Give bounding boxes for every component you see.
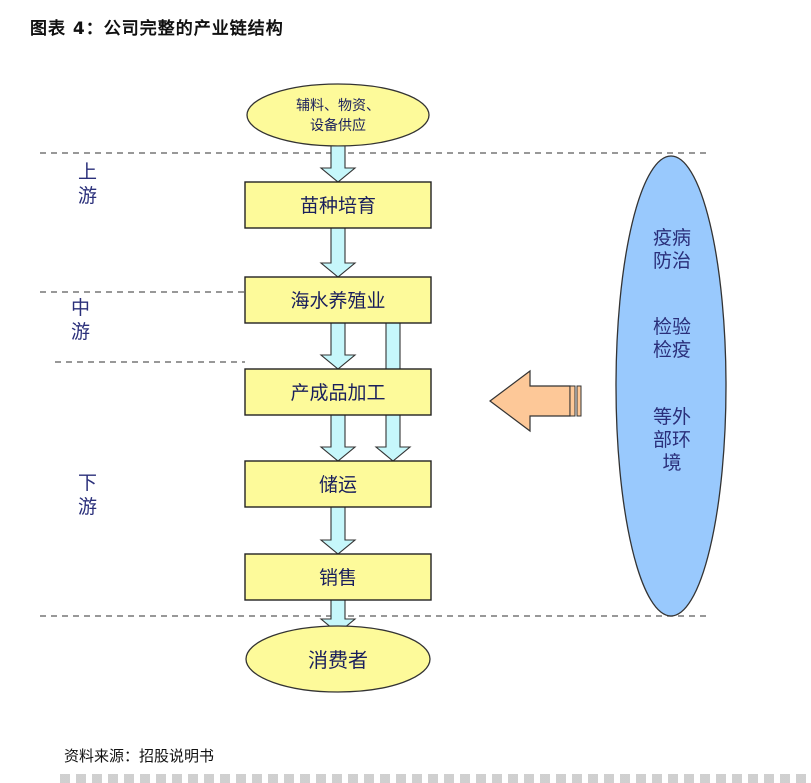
stage-downstream-line1: 下 <box>78 472 97 494</box>
external-factor-0-line-0: 疫病 <box>653 227 691 249</box>
external-factor-2-line-0: 等外 <box>653 406 691 428</box>
chain-box-label-2: 产成品加工 <box>290 382 385 404</box>
stage-downstream-line2: 游 <box>78 496 97 518</box>
chain-box-label-0: 苗种培育 <box>300 195 376 217</box>
figure-title: 图表 4：公司完整的产业链结构 <box>30 19 284 39</box>
chain-box-4 <box>244 553 432 601</box>
input-supply-line1: 辅料、物资、 <box>296 98 380 114</box>
external-factor-0-line-1: 防治 <box>653 250 691 272</box>
arrow-storage-to-sales <box>319 506 357 555</box>
input-supply-line2: 设备供应 <box>310 117 366 134</box>
external-factor-2-line-2: 境 <box>662 452 681 474</box>
external-environment-node <box>615 155 727 617</box>
external-factor-2-line-1: 部环 <box>653 429 691 451</box>
external-factor-1-line-0: 检验 <box>653 316 691 338</box>
arrow-farming-to-processing <box>319 322 357 370</box>
chain-box-0 <box>244 181 432 229</box>
input-supply-node <box>246 83 430 147</box>
source-note: 资料来源：招股说明书 <box>64 747 215 765</box>
stage-upstream-line2: 游 <box>78 185 97 207</box>
arrow-processing-to-storage <box>319 414 357 462</box>
clipped-body-text <box>60 774 810 783</box>
chain-box-label-1: 海水养殖业 <box>290 290 385 312</box>
arrow-supply-to-seedling <box>319 145 357 183</box>
chain-box-1 <box>244 276 432 324</box>
chain-box-label-3: 储运 <box>319 474 357 496</box>
stage-midstream-line1: 中 <box>71 297 90 319</box>
consumer-label: 消费者 <box>308 648 368 672</box>
arrow-seedling-to-farming <box>319 227 357 278</box>
chain-box-2 <box>244 368 432 416</box>
chain-box-3 <box>244 460 432 508</box>
chain-box-label-4: 销售 <box>319 567 357 589</box>
external-factor-1-line-1: 检疫 <box>653 339 691 361</box>
stage-midstream-line2: 游 <box>71 321 90 343</box>
stage-upstream-line1: 上 <box>78 161 97 183</box>
consumer-node <box>245 625 431 693</box>
external-influence-arrow <box>489 369 582 433</box>
